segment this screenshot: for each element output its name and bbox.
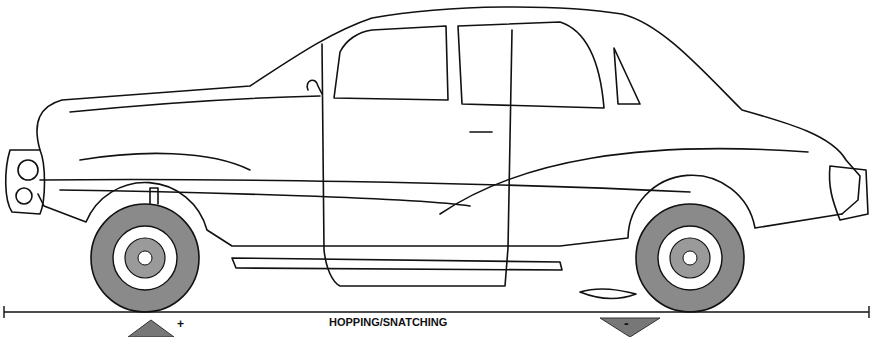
- hub: [670, 238, 710, 278]
- end-tick: [868, 306, 869, 318]
- up-force-triangle: [128, 320, 174, 337]
- tire: [91, 204, 199, 312]
- side-trim: [60, 190, 470, 206]
- rear-fender-sweep: [440, 149, 808, 214]
- ground-line: [4, 311, 869, 312]
- tire: [636, 204, 744, 312]
- rear-bumper: [829, 166, 868, 220]
- front-wheel: [91, 204, 199, 312]
- polarity-sign: +: [177, 318, 184, 330]
- diagram-caption-label: HOPPING/SNATCHING: [329, 317, 447, 328]
- door-handle: [470, 131, 492, 133]
- body-outline: [37, 7, 860, 214]
- rear-window: [458, 22, 604, 108]
- end-tick: [3, 306, 4, 318]
- polarity-sign: -: [624, 316, 629, 330]
- rim: [658, 226, 722, 290]
- rim: [113, 226, 177, 290]
- door-outline: [322, 30, 512, 286]
- hub: [125, 238, 165, 278]
- quarter-window: [614, 48, 640, 104]
- door-window: [334, 26, 448, 100]
- rocker-panel: [232, 258, 562, 270]
- headlight: [18, 160, 38, 180]
- hub-cap: [138, 251, 152, 265]
- exhaust: [580, 289, 636, 298]
- side-trim: [40, 180, 690, 193]
- down-force-triangle: [600, 318, 660, 337]
- rear-wheel: [636, 204, 744, 312]
- mirror: [307, 80, 322, 94]
- front-fender: [80, 153, 250, 170]
- headlight: [16, 188, 32, 204]
- hub-cap: [683, 251, 697, 265]
- front-bumper: [6, 150, 45, 214]
- hood-line: [70, 96, 320, 112]
